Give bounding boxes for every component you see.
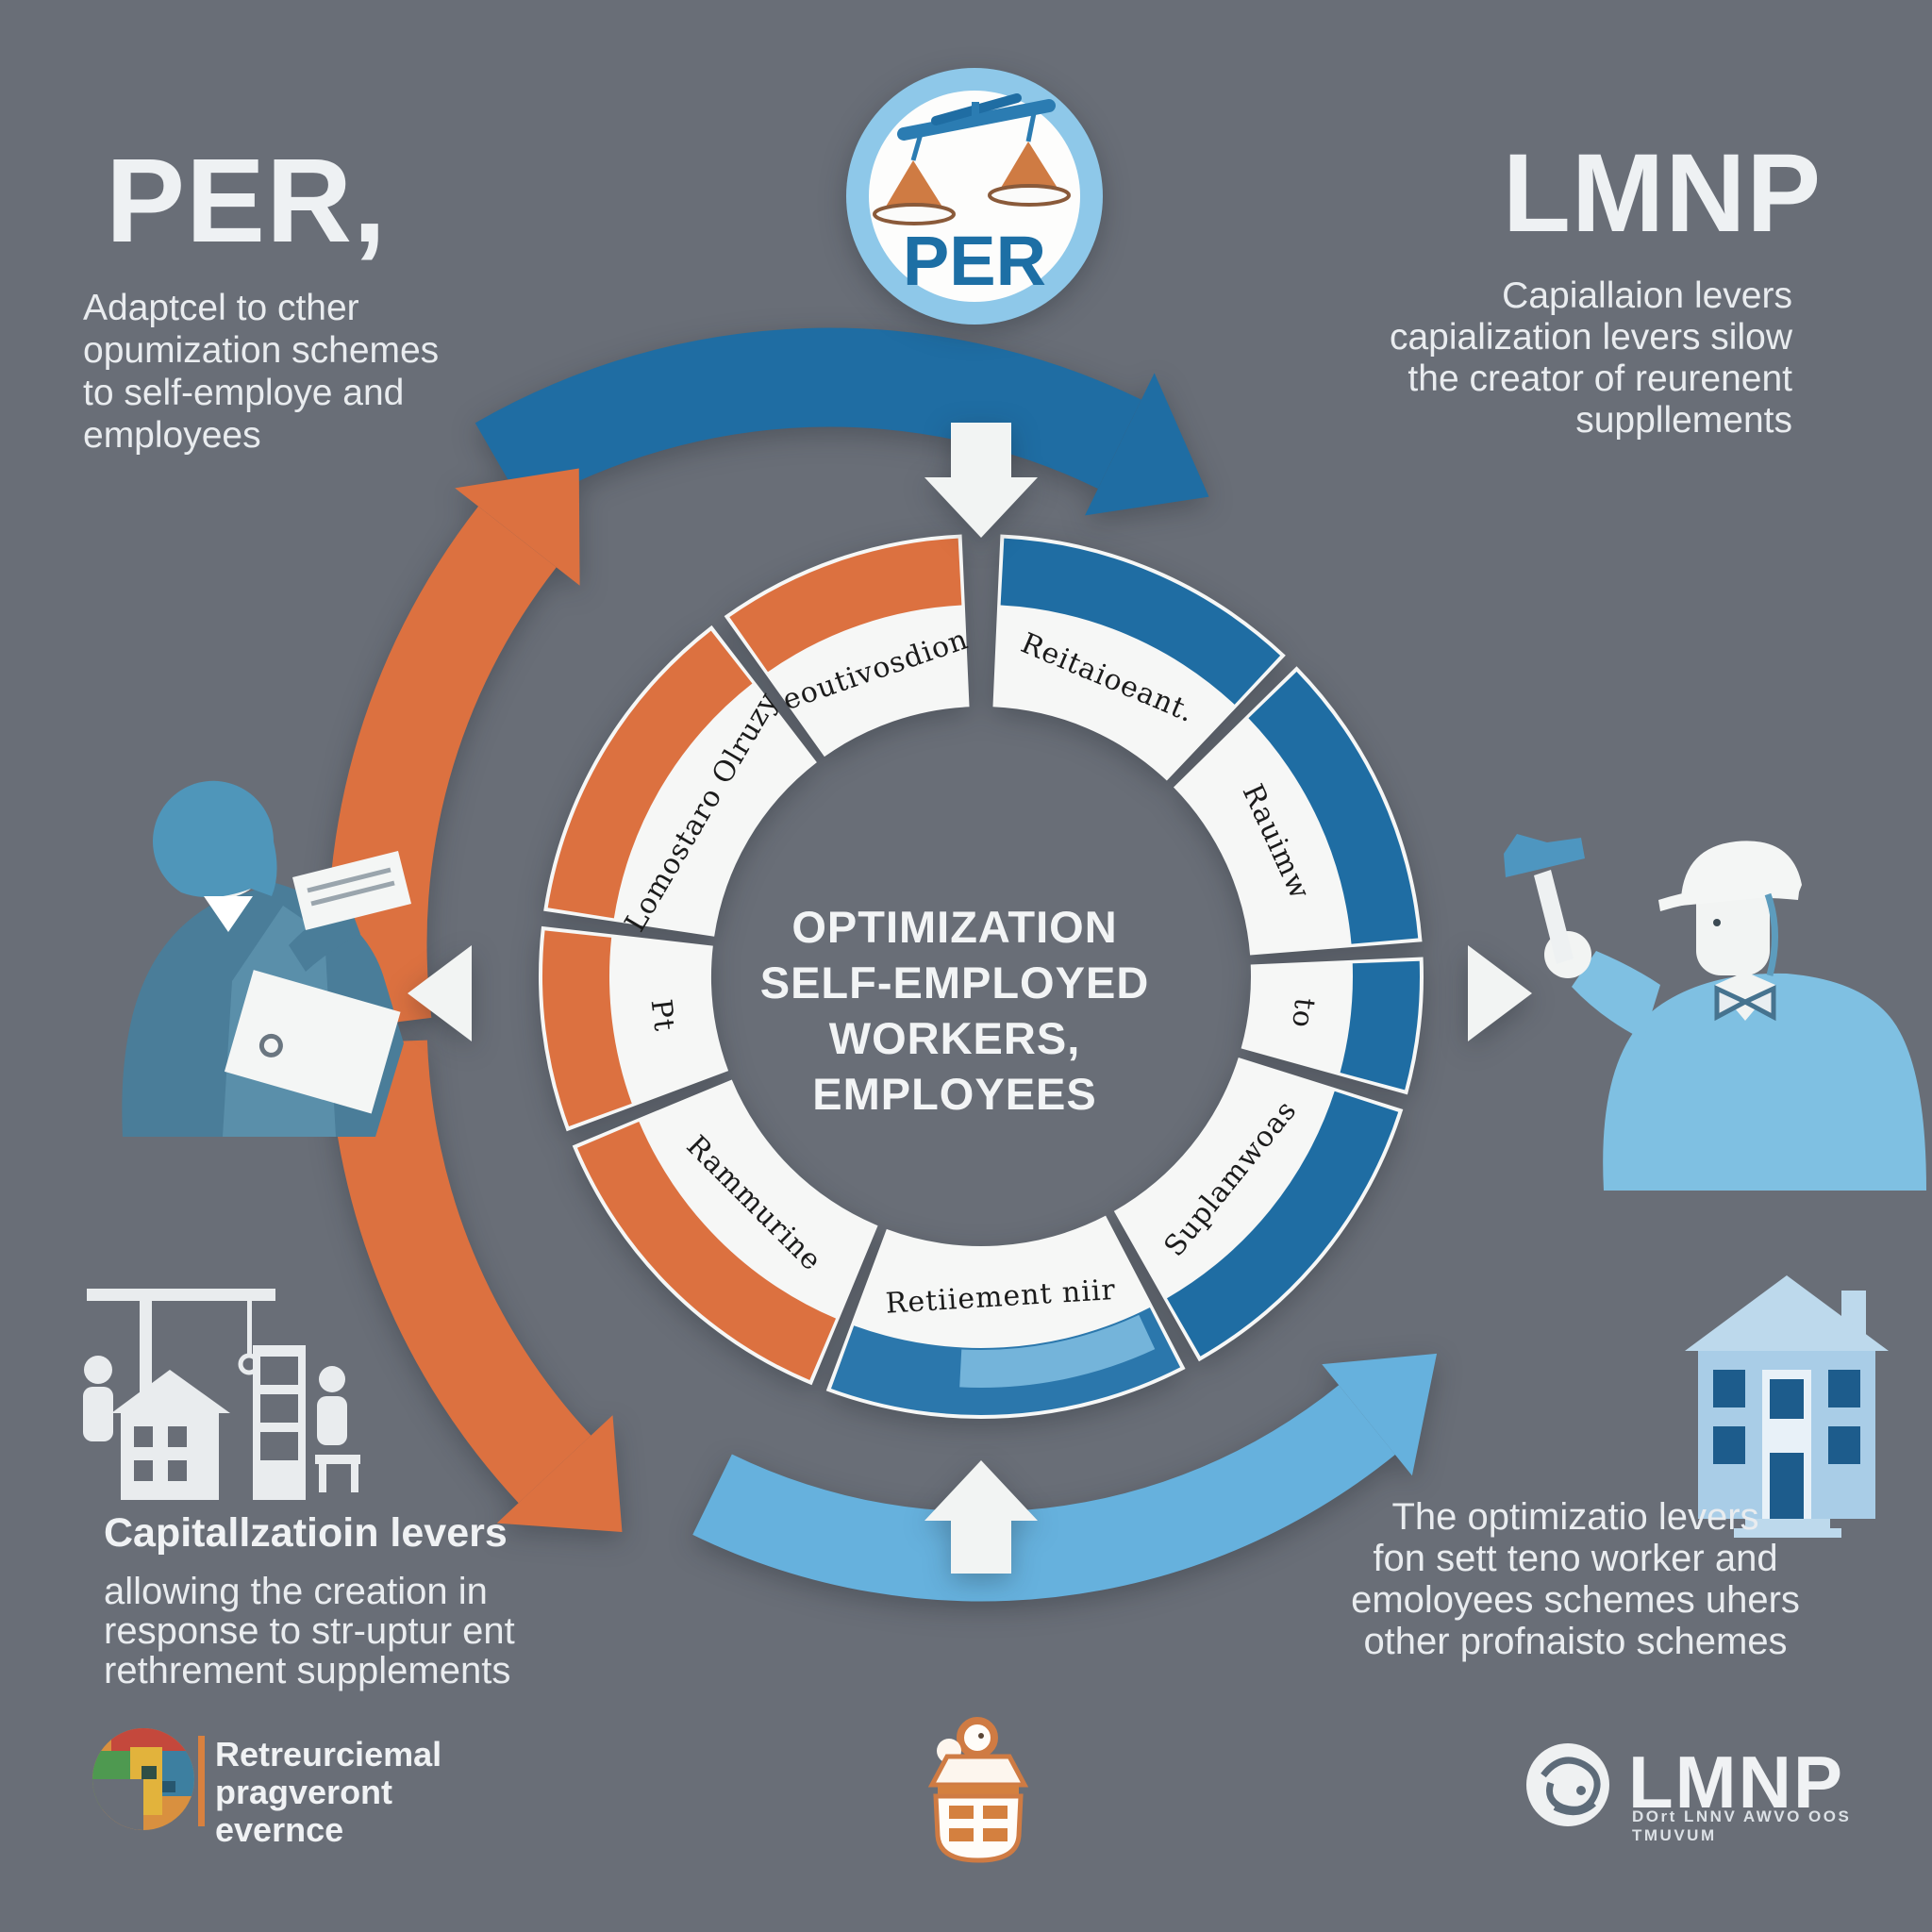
footer-right-logo-icon — [1526, 1743, 1609, 1826]
bottom-left-caption: Capitallzatioin levers allowing the crea… — [104, 1494, 515, 1707]
footer-left-logo-text: Retreurciemal pragveront evernce — [215, 1735, 442, 1849]
per-badge: PER — [846, 68, 1103, 325]
ring-segment-4: Retiiement niir — [825, 1215, 1186, 1419]
badge-label: PER — [903, 222, 1046, 300]
hammer-icon — [1504, 834, 1585, 877]
footer-right-logo-tagline: DOrt LNNV AWVO OOS TMUVUM — [1632, 1807, 1852, 1844]
person-figure-icon — [84, 1356, 112, 1384]
bottom-lightblue-arc — [692, 1353, 1438, 1602]
advisor-woman-illustration — [122, 780, 411, 1137]
per-description: Adaptcel to cther opumization schemes to… — [83, 288, 440, 456]
building-icon — [1685, 1275, 1889, 1538]
bottom-left-caption-title: Capitallzatioin levers — [104, 1510, 508, 1556]
arrow-left-icon — [408, 945, 472, 1041]
ring-segment-label: Pt — [644, 997, 681, 1033]
lmnp-title: LMNP — [1502, 131, 1823, 256]
house-icon — [121, 1413, 219, 1500]
house-roof-icon — [111, 1370, 230, 1413]
ring-segment-label: to — [1285, 996, 1321, 1030]
footer-left-logo-icon — [92, 1728, 205, 1830]
crane-jib-icon — [87, 1289, 275, 1301]
arrow-right-icon — [1468, 945, 1532, 1041]
bottom-right-caption: The optimizatio levers fon sett teno wor… — [1351, 1496, 1800, 1662]
lantern-piggy-icon — [927, 1717, 1029, 1863]
ring-segment-2: to — [1241, 957, 1424, 1095]
arrow-down-icon — [924, 423, 1038, 538]
upper-left-orange-arc-head — [455, 468, 580, 586]
top-blue-arc — [475, 327, 1209, 516]
hammer-handle — [1534, 870, 1574, 964]
ring-segment-0: Reitaioeant. — [992, 534, 1286, 781]
bottom-left-caption-text: allowing the creation in response to str… — [104, 1571, 515, 1691]
cycle-arrow-arcs — [327, 327, 1438, 1602]
woman-hair — [153, 780, 277, 898]
arrow-up-icon — [924, 1460, 1038, 1574]
ring-segment-3: Suplamwoas — [1113, 1058, 1404, 1362]
tablet-icon — [224, 970, 401, 1114]
white-direction-arrows — [408, 423, 1532, 1574]
man-head — [1696, 879, 1770, 975]
bow-tie-icon — [1714, 985, 1776, 1022]
lower-left-orange-arc — [327, 1040, 623, 1533]
top-blue-arc-head — [1085, 373, 1209, 516]
per-title: PER, — [106, 134, 388, 267]
lower-left-orange-arc-head — [496, 1415, 623, 1533]
bottom-lightblue-arc-head — [1322, 1353, 1438, 1476]
door-icon — [1770, 1453, 1804, 1519]
ring-segment-1: Rauimw — [1173, 666, 1423, 956]
person-figure-icon — [319, 1366, 345, 1392]
worker-man-illustration — [1504, 834, 1926, 1191]
footer-right-logo-title: LMNP — [1628, 1740, 1844, 1824]
ring-segment-8: eoutivosdion — [724, 534, 973, 758]
construction-pictograms — [83, 1289, 360, 1500]
process-ring: Reitaioeant.Rauimw toSuplamwoasRetiiement… — [538, 534, 1424, 1419]
ring-segment-5: Rammurine — [572, 1079, 878, 1386]
ring-center-text: OPTIMIZATION SELF-EMPLOYED WORKERS, EMPL… — [759, 902, 1150, 1119]
logo-divider — [198, 1736, 205, 1826]
ring-segment-6: Pt — [538, 925, 729, 1132]
lmnp-description: Capiallaion levers capialization levers … — [1389, 275, 1792, 441]
scales-icon — [873, 93, 1071, 225]
